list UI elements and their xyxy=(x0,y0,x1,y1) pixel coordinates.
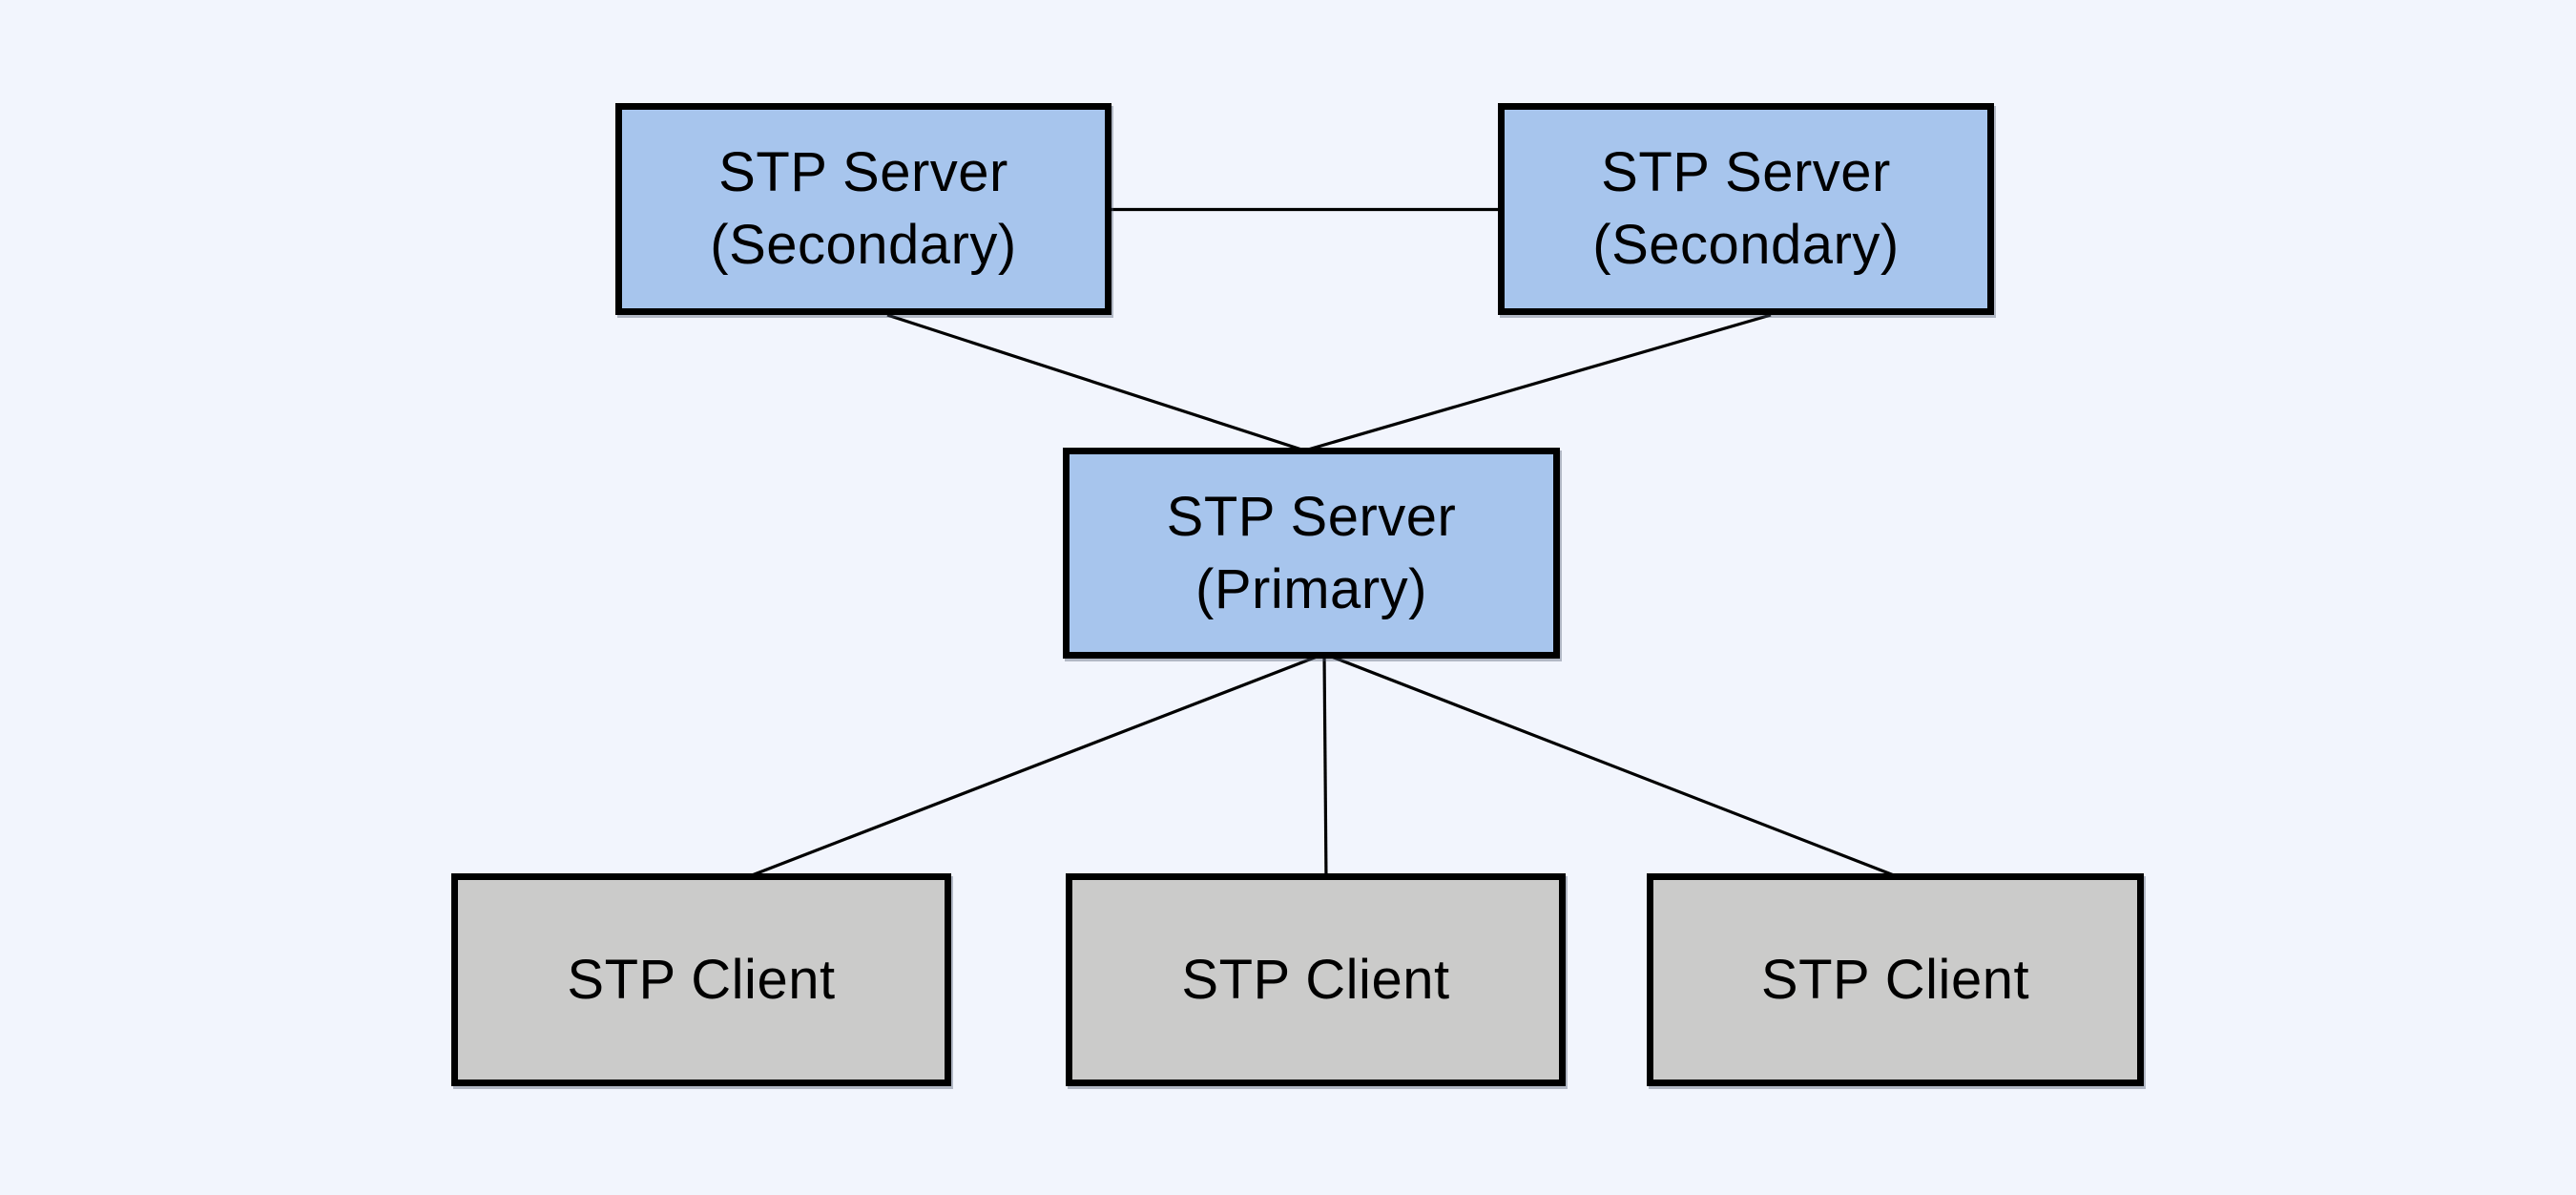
node-label-line1: STP Server xyxy=(1166,485,1457,548)
node-stp-server-secondary-left: STP Server (Secondary) xyxy=(615,103,1111,315)
node-label-line2: (Primary) xyxy=(1195,557,1427,620)
edge-secondary-left-to-primary xyxy=(886,313,1329,460)
node-label: STP Client xyxy=(1181,948,1450,1011)
node-stp-client-left: STP Client xyxy=(451,873,951,1086)
node-label-line1: STP Server xyxy=(718,141,1008,203)
edge-secondary-right-to-primary xyxy=(1278,313,1772,460)
edge-primary-to-client-center xyxy=(1322,653,1328,883)
node-label-line2: (Secondary) xyxy=(1592,214,1900,276)
node-stp-server-primary: STP Server (Primary) xyxy=(1063,448,1560,659)
edge-primary-to-client-left xyxy=(734,652,1325,884)
edge-primary-to-client-right xyxy=(1323,652,1912,884)
node-stp-client-right: STP Client xyxy=(1647,873,2144,1086)
node-stp-client-center: STP Client xyxy=(1066,873,1566,1086)
node-label-line1: STP Server xyxy=(1601,141,1891,203)
node-label: STP Client xyxy=(1760,948,2030,1011)
node-label-line2: (Secondary) xyxy=(710,214,1017,276)
node-label: STP Client xyxy=(567,948,836,1011)
node-stp-server-secondary-right: STP Server (Secondary) xyxy=(1498,103,1994,315)
